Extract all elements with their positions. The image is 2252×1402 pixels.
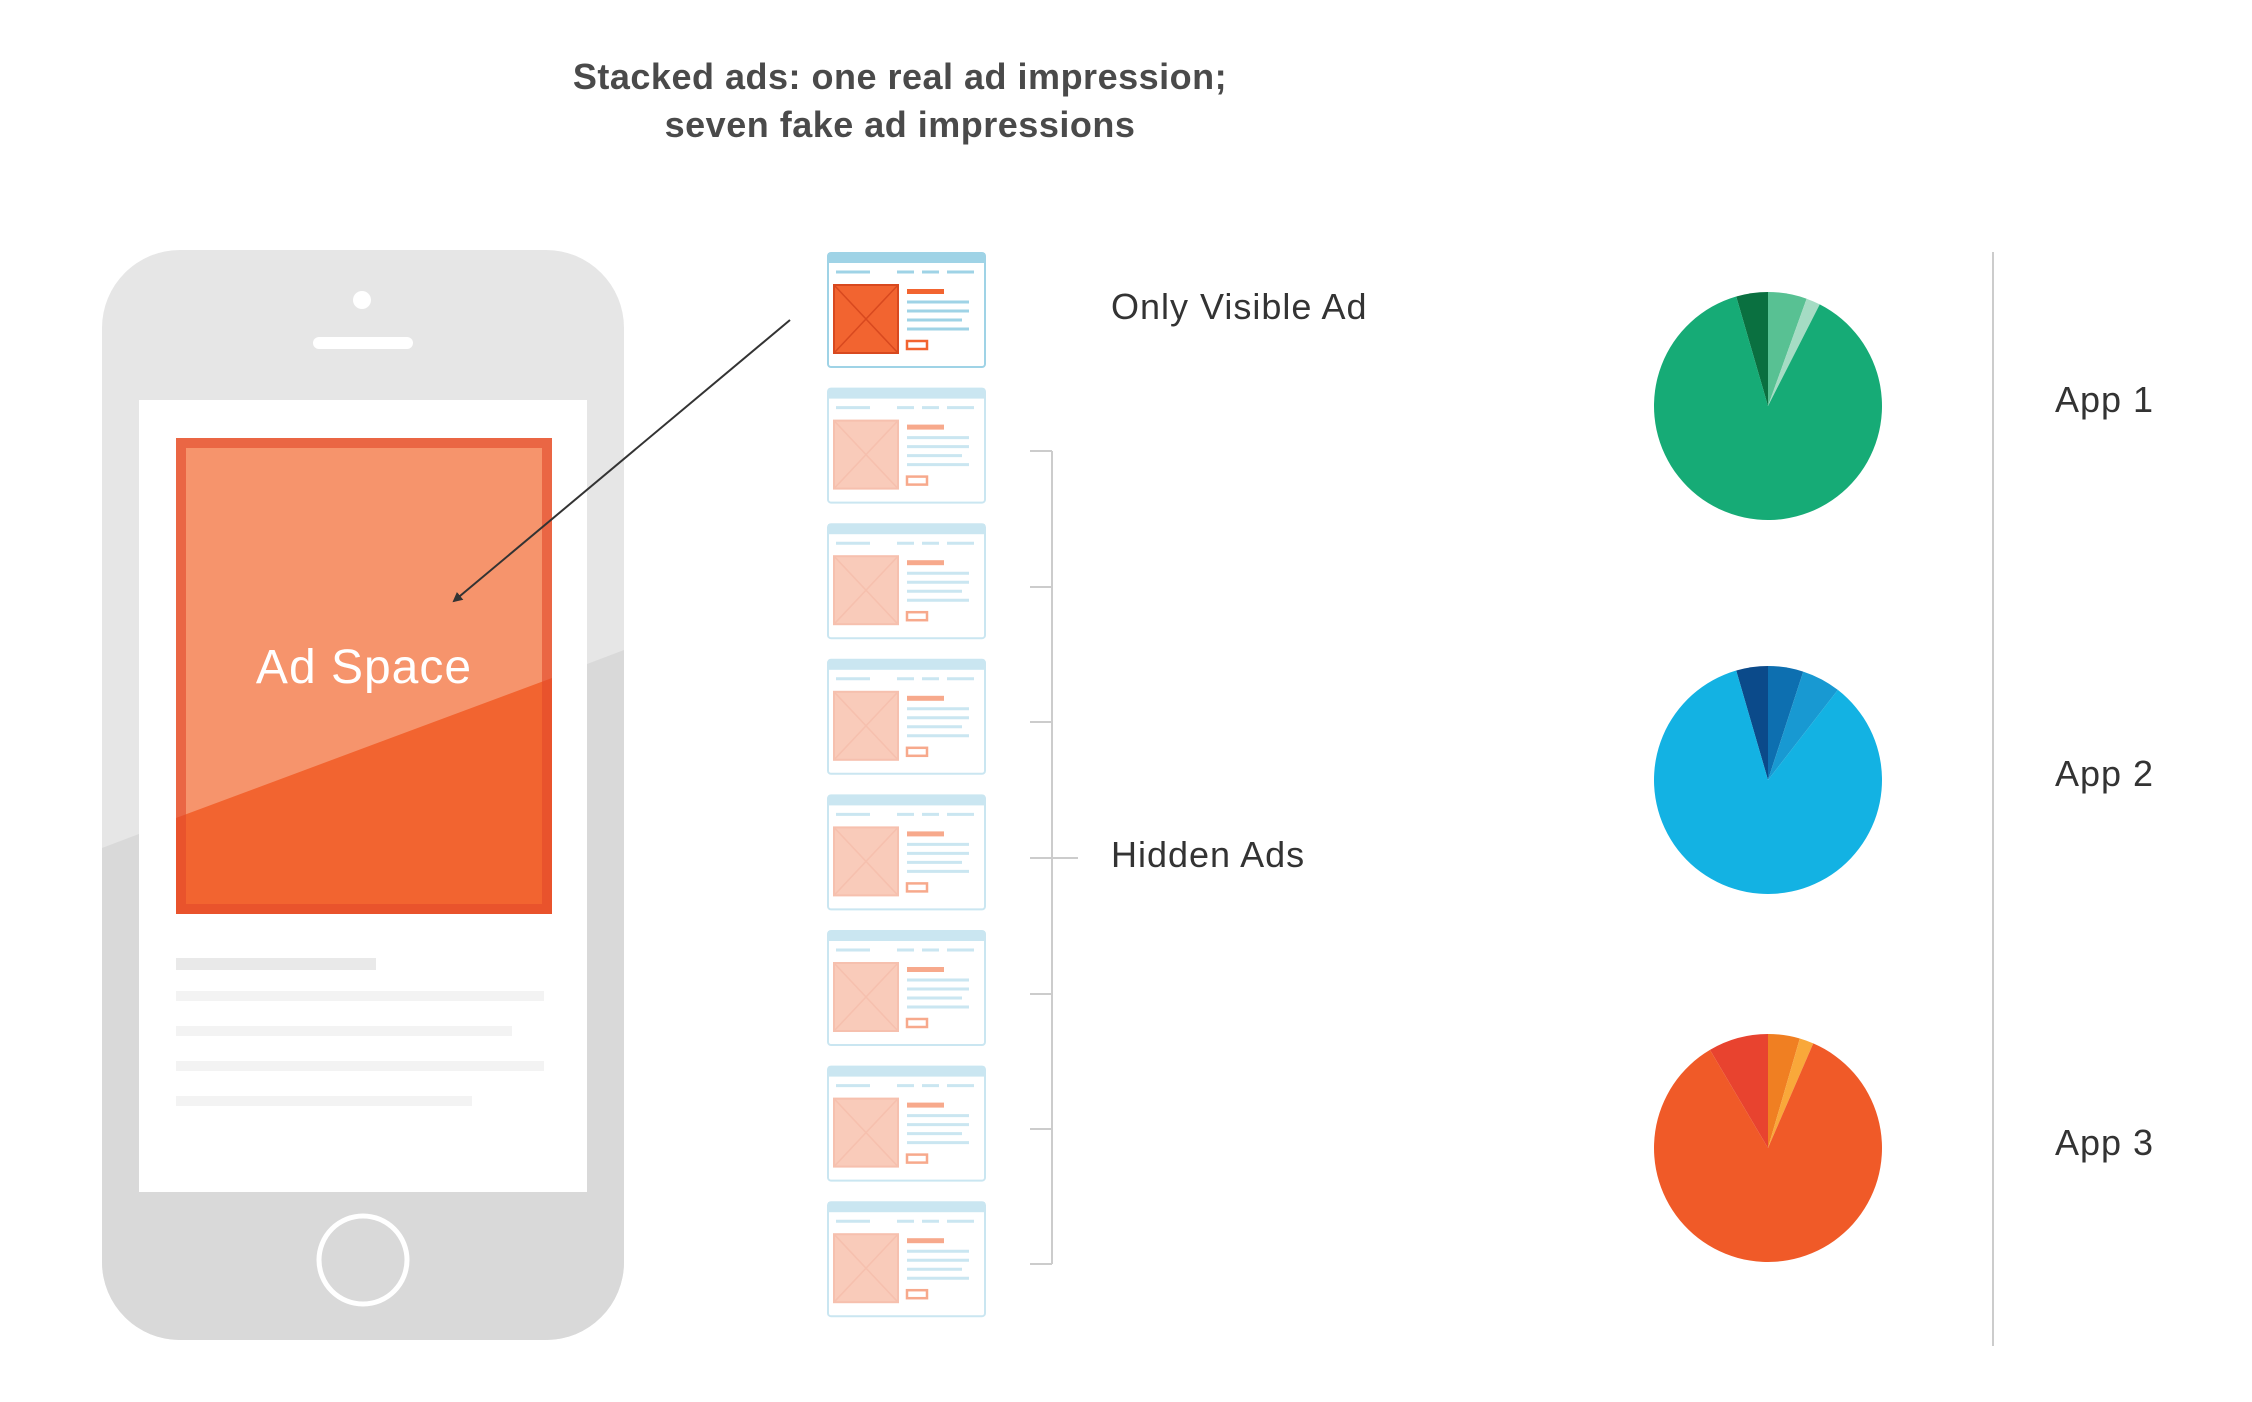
diagram-title-line-2: seven fake ad impressions: [664, 104, 1136, 145]
pie-1-slice-1: [1654, 296, 1882, 520]
phone-speaker: [313, 337, 413, 349]
visible-ad-label: Only Visible Ad: [1111, 286, 1368, 327]
pie-1-slice-3: [1768, 292, 1807, 406]
app-2-label: App 2: [2055, 753, 2155, 794]
visible-ad-thumbnail: [827, 252, 986, 368]
pie-1-slice-2: [1736, 292, 1768, 406]
pointer-arrow: [452, 319, 791, 603]
app-pie-charts: [1654, 292, 1883, 1262]
ad-space-highlight: [176, 438, 552, 818]
pie-2-slice-3: [1768, 666, 1804, 780]
pie-3-slice-3: [1768, 1034, 1800, 1148]
placeholder-line: [176, 1061, 544, 1071]
ad-space: [176, 438, 552, 914]
home-button[interactable]: [316, 1213, 410, 1307]
placeholder-line: [176, 1026, 512, 1036]
hidden-ad-thumbnail: [827, 794, 986, 911]
pie-2-slice-4: [1768, 671, 1838, 780]
pie-1: [1654, 292, 1882, 520]
phone-camera: [353, 291, 371, 309]
hidden-ad-thumbnail: [827, 658, 986, 775]
ad-space-border: [176, 438, 552, 914]
hidden-ad-thumbnail: [827, 387, 986, 504]
pie-1-slice-4: [1768, 298, 1820, 406]
ad-space-label: Ad Space: [255, 641, 473, 694]
pie-3: [1654, 1034, 1883, 1262]
pie-2-slice-2: [1736, 666, 1768, 780]
app-3-label: App 3: [2055, 1122, 2155, 1163]
placeholder-line: [176, 1096, 472, 1106]
hidden-ads-bracket: [1030, 450, 1078, 1265]
placeholder-line: [176, 958, 376, 970]
ad-stack: [827, 252, 986, 1318]
app-1-label: App 1: [2055, 379, 2155, 420]
screen-text-placeholders: [176, 958, 544, 1106]
placeholder-line: [176, 991, 544, 1001]
pie-3-slice-4: [1768, 1038, 1814, 1148]
hidden-ad-thumbnail: [827, 1201, 986, 1318]
hidden-ads-label: Hidden Ads: [1111, 834, 1306, 875]
phone-illustration: [102, 250, 624, 1340]
pie-3-slice-1: [1654, 1043, 1883, 1262]
pie-2: [1654, 666, 1883, 895]
pie-3-slice-2: [1709, 1034, 1768, 1148]
pie-2-slice-1: [1654, 670, 1883, 895]
hidden-ad-thumbnail: [827, 930, 986, 1046]
hidden-ad-thumbnail: [827, 523, 986, 640]
hidden-ad-thumbnail: [827, 1065, 986, 1182]
diagram-title-line-1: Stacked ads: one real ad impression;: [572, 56, 1228, 97]
